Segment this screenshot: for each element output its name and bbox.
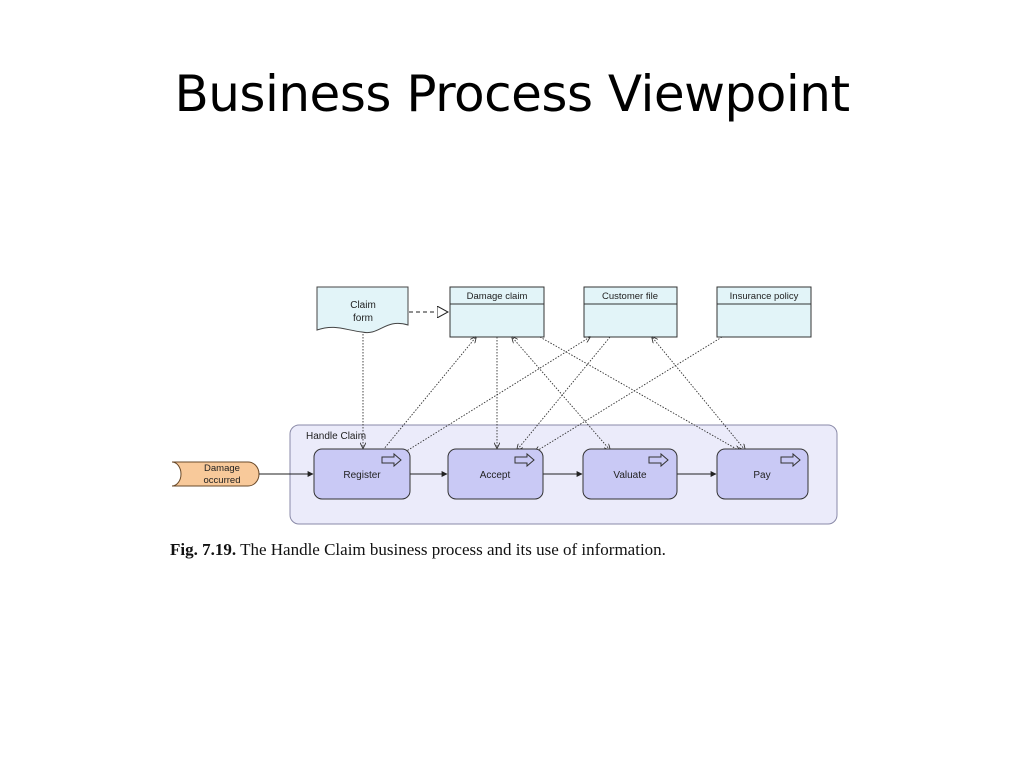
event-label-line1: Damage [204,463,240,474]
access-register-to-damage-claim [382,337,476,451]
process-arrow-icon [780,452,801,468]
process-arrow-icon [514,452,535,468]
business-object-label: Customer file [602,291,658,302]
event-label-line2: occurred [204,475,241,486]
claim-form-label-line1: Claim [350,300,376,311]
caption-text: The Handle Claim business process and it… [240,540,666,559]
process-valuate: Valuate [582,448,678,500]
figure-number: Fig. 7.19. [170,540,237,559]
business-object-label: Damage claim [467,291,528,302]
business-object-customer-file: Customer file [583,286,678,338]
process-label: Valuate [613,470,647,481]
process-label: Register [343,470,381,481]
process-arrow-icon [381,452,402,468]
access-damage-claim-to-pay [539,336,740,451]
figure-caption: Fig. 7.19. The Handle Claim business pro… [170,539,870,561]
business-object-insurance-policy: Insurance policy [716,286,812,338]
access-pay-to-customer-file [652,337,745,450]
process-label: Pay [753,470,770,481]
slide-title: Business Process Viewpoint [174,65,850,123]
claim-form-label-line2: form [353,313,373,324]
process-label: Accept [480,470,511,481]
business-object-label: Insurance policy [730,291,799,302]
process-accept: Accept [447,448,544,500]
damage-occurred-event: Damage occurred [171,461,260,487]
access-register-to-customer-file [404,337,590,453]
handle-claim-label: Handle Claim [306,431,366,442]
process-register: Register [313,448,411,500]
access-valuate-to-damage-claim [512,337,610,450]
business-object-damage-claim: Damage claim [449,286,545,338]
process-pay: Pay [716,448,809,500]
process-arrow-icon [648,452,669,468]
claim-form-representation: Claim form [316,286,409,334]
